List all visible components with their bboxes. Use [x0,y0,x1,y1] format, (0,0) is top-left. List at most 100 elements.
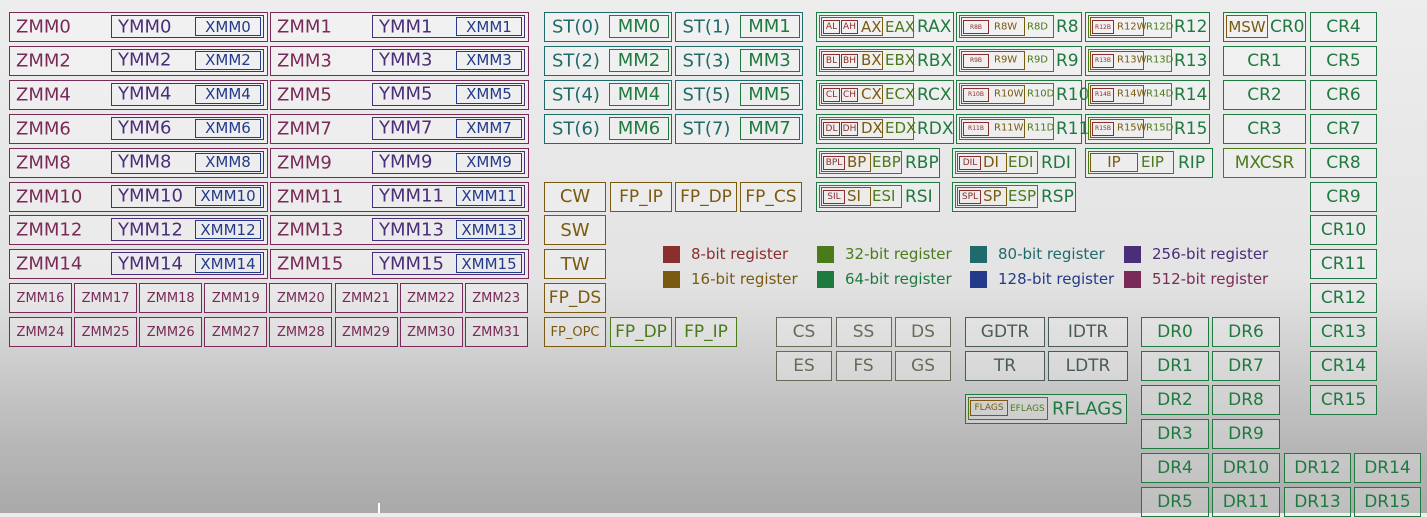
xmm-register-xmm13-label: XMM13 [461,220,517,239]
control-register-cr1-label: CR1 [1247,50,1282,71]
mmx-register-mm3: MM3 [739,48,800,72]
xmm-register-xmm0: XMM0 [195,17,261,36]
debug-register-dr11-label: DR11 [1222,491,1270,512]
zmm-label: ZMM6 [16,118,71,140]
control-register-cr9-label: CR9 [1326,186,1361,207]
legend-swatch [817,246,834,263]
legend-swatch [1124,246,1141,263]
table-register-gdtr: GDTR [965,317,1045,348]
segment-register-gs-label: GS [911,356,935,376]
zmm-register-zmm18: ZMM18 [139,283,203,314]
control-register-cr6-label: CR6 [1326,84,1361,105]
fpu-fp-cs-register: FP_CS [740,181,802,212]
control-register-cr15-label: CR15 [1320,389,1367,410]
zmm-label: ZMM4 [16,84,71,106]
r-label: R10 [1056,84,1090,105]
segment-register-gs: GS [895,351,951,381]
legend-swatch [1124,271,1141,288]
gp-register-r10b-label: R10B [968,91,984,99]
zmm-register-zmm17: ZMM17 [74,283,138,314]
zmm-register-zmm24: ZMM24 [9,317,72,348]
r-label: R8 [1056,17,1079,37]
control-register-msw-label: MSW [1228,17,1266,36]
zmm-label: ZMM8 [16,152,71,174]
mmx-register-mm5: MM5 [739,82,800,106]
gp-register-r15b: R15B [1092,121,1114,136]
gp-register-r8b: R8B [963,20,989,34]
zmm-register-zmm25: ZMM25 [74,317,138,348]
debug-register-dr7: DR7 [1212,351,1280,381]
gp-register-spl: SPL [959,189,981,204]
debug-register-dr15: DR15 [1354,486,1421,517]
xmm-register-xmm4: XMM4 [195,84,261,104]
zmm-label: ZMM14 [16,253,83,275]
gp-register-r8b-label: R8B [969,23,983,31]
ymm-label: YMM8 [118,151,172,173]
zmm-register-zmm19-label: ZMM19 [211,290,260,306]
eax-label: ECX [885,85,916,104]
gp-register-dl-label: DL [825,123,838,134]
mmx-register-mm1-label: MM1 [748,16,791,37]
zmm-register-zmm21-label: ZMM21 [342,290,390,306]
mxcsr-register-label: MXCSR [1234,152,1295,173]
mmx-register-mm2: MM2 [609,48,669,72]
xmm-register-xmm0-label: XMM0 [205,17,251,36]
table-register-idtr: IDTR [1048,317,1128,348]
e-label: EBP [872,153,901,172]
ax-label: BX [861,51,882,70]
fpu-fp-ip-register: FP_IP [675,317,737,348]
e-label: ESP [1008,187,1037,205]
fpu-cw-register: CW [544,181,606,212]
st-label: ST(4) [552,84,600,106]
debug-register-dr1-label: DR1 [1157,356,1193,376]
zmm-label: ZMM10 [16,186,83,207]
xmm-register-xmm2-label: XMM2 [205,51,251,70]
debug-register-dr3-label: DR3 [1157,423,1193,444]
r-label: R11 [1056,118,1090,139]
ymm-label: YMM1 [379,16,433,37]
xmm-register-xmm5: XMM5 [456,84,522,104]
debug-register-dr12-label: DR12 [1294,457,1341,478]
debug-register-dr13: DR13 [1284,486,1351,517]
gp-register-r12b-label: R12B [1095,23,1111,31]
zmm-register-zmm22: ZMM22 [399,283,463,314]
gp-register-r14b: R14B [1092,87,1114,102]
w-label: R10W [994,88,1024,100]
table-register-tr: TR [965,351,1045,381]
debug-register-dr12: DR12 [1284,452,1351,483]
xmm-register-xmm7: XMM7 [456,118,522,138]
mmx-register-mm0-label: MM0 [617,16,661,37]
fpu-register-st-4: ST(4)MM4 [544,79,672,110]
zmm-register-zmm20: ZMM20 [269,283,333,314]
control-register-cr12: CR12 [1310,283,1377,314]
xmm-register-xmm15: XMM15 [456,254,522,274]
xmm-register-xmm11-label: XMM11 [461,187,517,205]
rax-label: RDX [917,118,954,139]
eax-label: EDX [885,119,917,138]
fpu-fp-ip-register-label: FP_IP [619,186,663,207]
control-register-msw: MSW [1226,15,1268,38]
table-register-tr-label: TR [993,356,1017,376]
ymm-label: YMM2 [118,49,172,71]
d-label: R15D [1146,122,1174,134]
eax-label: EAX [885,17,916,36]
gp-register-dh-label: DH [842,123,857,134]
gp-register-r10b: R10B [963,87,989,102]
